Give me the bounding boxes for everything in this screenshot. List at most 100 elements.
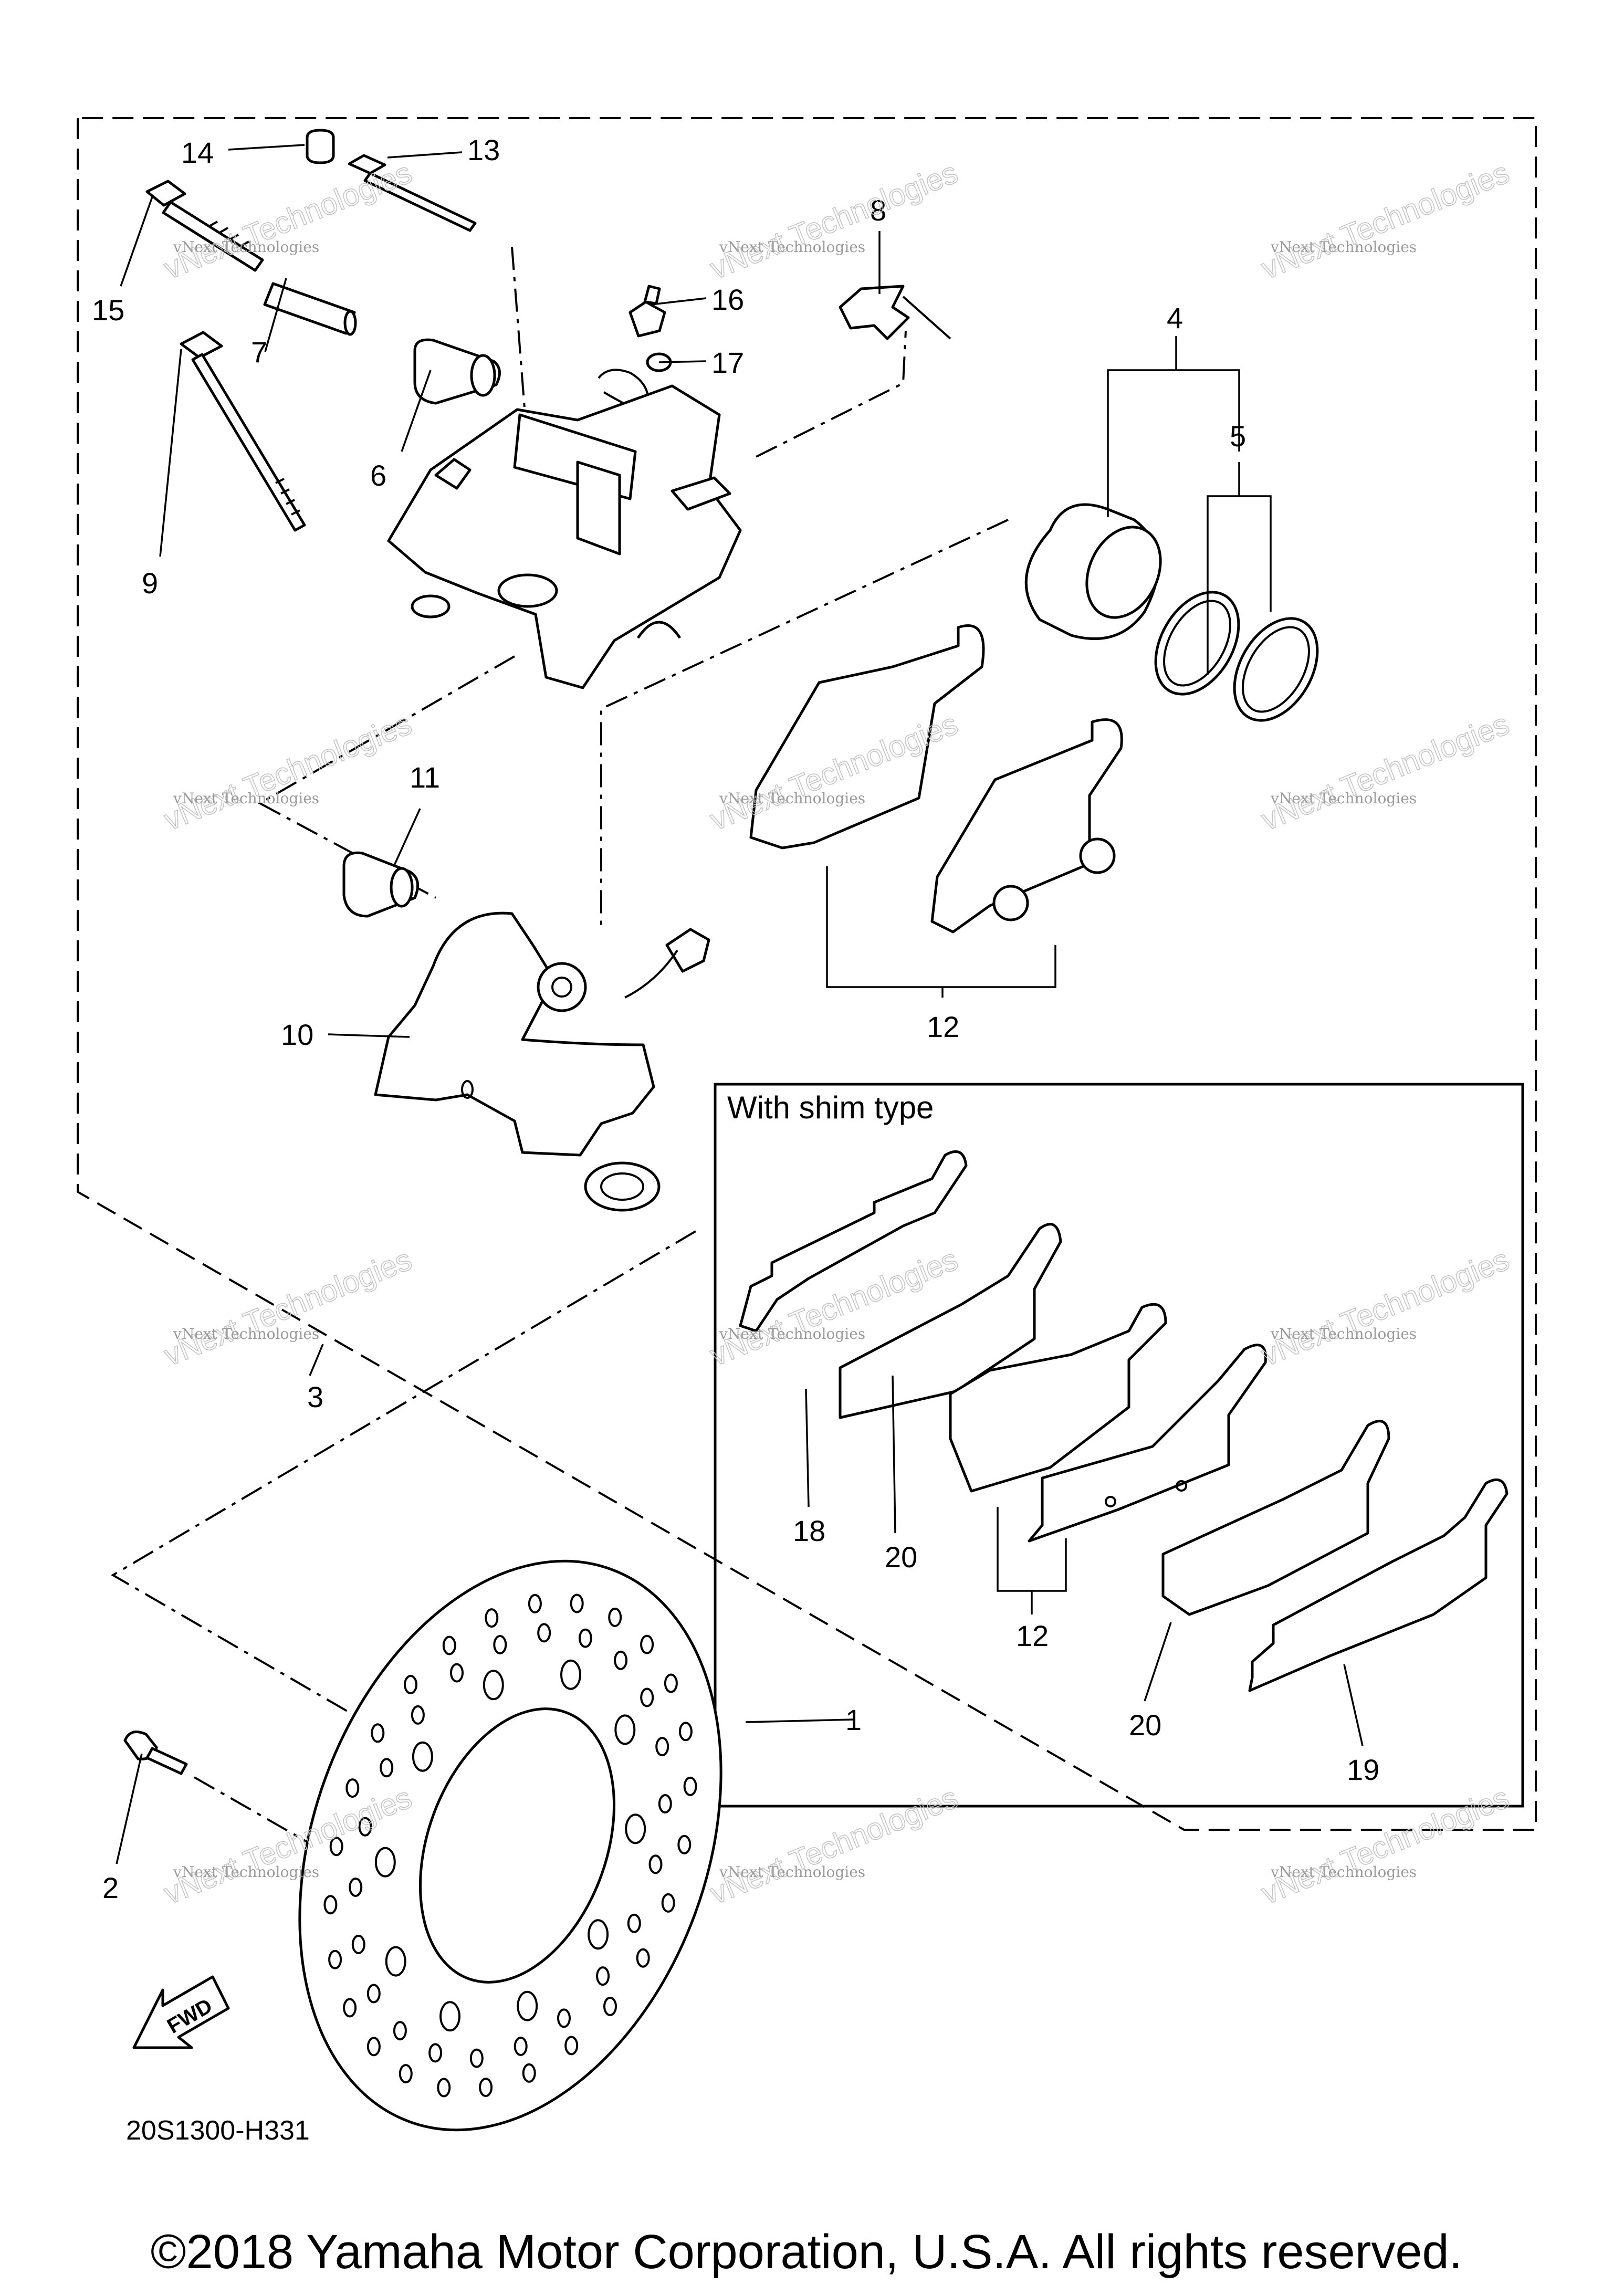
- disc-hole: [640, 1687, 654, 1707]
- callout-20-right: 20: [1129, 1708, 1161, 1742]
- disc-hole: [412, 1741, 433, 1772]
- part-16-bleed-screw-icon[interactable]: [629, 285, 666, 338]
- disc-hole: [469, 2048, 484, 2068]
- caliper-body-icon[interactable]: [387, 384, 742, 689]
- part-11-boot-icon[interactable]: [342, 851, 420, 918]
- disc-hole: [514, 2037, 528, 2056]
- callout-16: 16: [711, 283, 744, 316]
- disc-hole: [399, 2064, 413, 2084]
- callout-19: 19: [1347, 1753, 1379, 1786]
- assembly-line-upper: [756, 330, 907, 458]
- disc-hole: [655, 1737, 669, 1757]
- callout-13: 13: [467, 133, 500, 166]
- watermark-small-text: vNext Technologies: [719, 238, 865, 256]
- disc-hole: [557, 2008, 571, 2028]
- disc-hole: [636, 1948, 650, 1968]
- watermark-large-text: vNext Technologies: [705, 155, 962, 286]
- assembly-line-piston: [600, 519, 1009, 929]
- disc-hole: [439, 2001, 460, 2032]
- disc-hole: [380, 1758, 394, 1778]
- part-5-seal-icon[interactable]: [1139, 578, 1335, 735]
- disc-hole: [627, 1913, 641, 1933]
- disc-hole: [329, 1837, 343, 1857]
- callout-6: 6: [370, 459, 386, 492]
- part-1-brake-disc-icon[interactable]: [225, 1502, 796, 2189]
- disc-hole: [345, 1778, 360, 1798]
- assembly-line-disc: [111, 1230, 697, 1718]
- disc-hole: [570, 1593, 584, 1613]
- part-8-pad-spring-icon[interactable]: [839, 285, 951, 340]
- callout-15: 15: [92, 293, 124, 327]
- disc-hole: [323, 1895, 338, 1915]
- part-2-disc-bolt-icon[interactable]: [123, 1731, 188, 1775]
- part-12-pad-icon[interactable]: [749, 624, 1123, 934]
- shim-type-inset-title: With shim type: [727, 1090, 934, 1125]
- disc-hole: [366, 2037, 381, 2057]
- disc-hole: [648, 1854, 663, 1874]
- part-20-inset-backing-plate-icon[interactable]: [1161, 1420, 1390, 1616]
- callout-12-main: 12: [927, 1010, 959, 1043]
- part-10-caliper-bracket-icon[interactable]: [374, 911, 710, 1212]
- disc-hole: [528, 1593, 542, 1613]
- watermark-large-text: vNext Technologies: [1256, 707, 1514, 837]
- watermark-small-text: vNext Technologies: [719, 790, 865, 807]
- disc-hole: [608, 1607, 622, 1627]
- part-9-bolt-icon[interactable]: [180, 331, 306, 532]
- disc-holes: [323, 1593, 697, 2098]
- disc-hole: [374, 1847, 396, 1878]
- part-14-cap-icon[interactable]: [306, 129, 335, 164]
- part-15-bolt-icon[interactable]: [145, 180, 264, 272]
- watermark-large-text: vNext Technologies: [1256, 155, 1514, 286]
- watermark-small-text: vNext Technologies: [719, 1325, 865, 1343]
- watermark-small-text: vNext Technologies: [1270, 790, 1417, 807]
- disc-hole: [349, 1878, 363, 1897]
- watermark-small-text: vNext Technologies: [173, 1863, 319, 1881]
- watermark-small-text: vNext Technologies: [1270, 238, 1417, 256]
- disc-hole: [677, 1834, 692, 1854]
- fwd-arrow-icon: FWD: [132, 1975, 230, 2049]
- disc-hole: [328, 1949, 342, 1969]
- part-12-inset-pad-icon[interactable]: [949, 1303, 1267, 1543]
- disc-hole: [428, 2043, 443, 2063]
- disc-hole: [578, 1628, 592, 1648]
- disc-hole: [411, 1705, 425, 1725]
- disc-hole: [493, 1635, 507, 1654]
- watermark-small-text: vNext Technologies: [1270, 1863, 1417, 1881]
- disc-hole: [614, 1714, 636, 1745]
- part-6-boot-icon[interactable]: [413, 338, 501, 405]
- disc-hole: [485, 1608, 499, 1628]
- callout-4: 4: [1167, 301, 1183, 334]
- callout-12-inset: 12: [1016, 1619, 1049, 1652]
- disc-hole: [658, 1794, 672, 1813]
- disc-hole: [596, 1966, 610, 1986]
- disc-hole: [393, 2021, 407, 2041]
- disc-hole: [588, 1919, 609, 1950]
- disc-hole: [366, 1984, 381, 2004]
- part-20-pad-backing-plate-icon[interactable]: [839, 1223, 1062, 1419]
- disc-hole: [450, 1663, 464, 1683]
- shim-type-inset-box: [714, 1083, 1524, 1808]
- disc-hole: [358, 1817, 372, 1837]
- callout-3: 3: [307, 1380, 323, 1413]
- callout-8: 8: [870, 194, 886, 227]
- disc-hole: [522, 2063, 536, 2083]
- disc-hole: [371, 1723, 385, 1743]
- callout-5: 5: [1230, 420, 1246, 453]
- watermark-small-text: vNext Technologies: [173, 790, 319, 807]
- part-4-piston-icon[interactable]: [1024, 503, 1175, 640]
- part-13-pin-icon[interactable]: [348, 154, 477, 232]
- copyright-notice: ©2018 Yamaha Motor Corporation, U.S.A. A…: [151, 2225, 1462, 2279]
- disc-hole: [614, 1650, 628, 1670]
- watermark-small-text: vNext Technologies: [1270, 1325, 1417, 1343]
- part-19-shim-icon[interactable]: [1248, 1478, 1509, 1692]
- disc-hole: [664, 1673, 678, 1693]
- disc-hole: [437, 2078, 451, 2098]
- disc-hole: [537, 1623, 551, 1643]
- callout-9: 9: [142, 567, 158, 600]
- part-7-sleeve-icon[interactable]: [263, 282, 357, 336]
- callout-20-left: 20: [885, 1540, 917, 1574]
- callout-10: 10: [281, 1018, 313, 1051]
- callout-7: 7: [251, 336, 267, 369]
- disc-hole: [560, 1659, 581, 1690]
- part-18-shim-icon[interactable]: [739, 1150, 968, 1333]
